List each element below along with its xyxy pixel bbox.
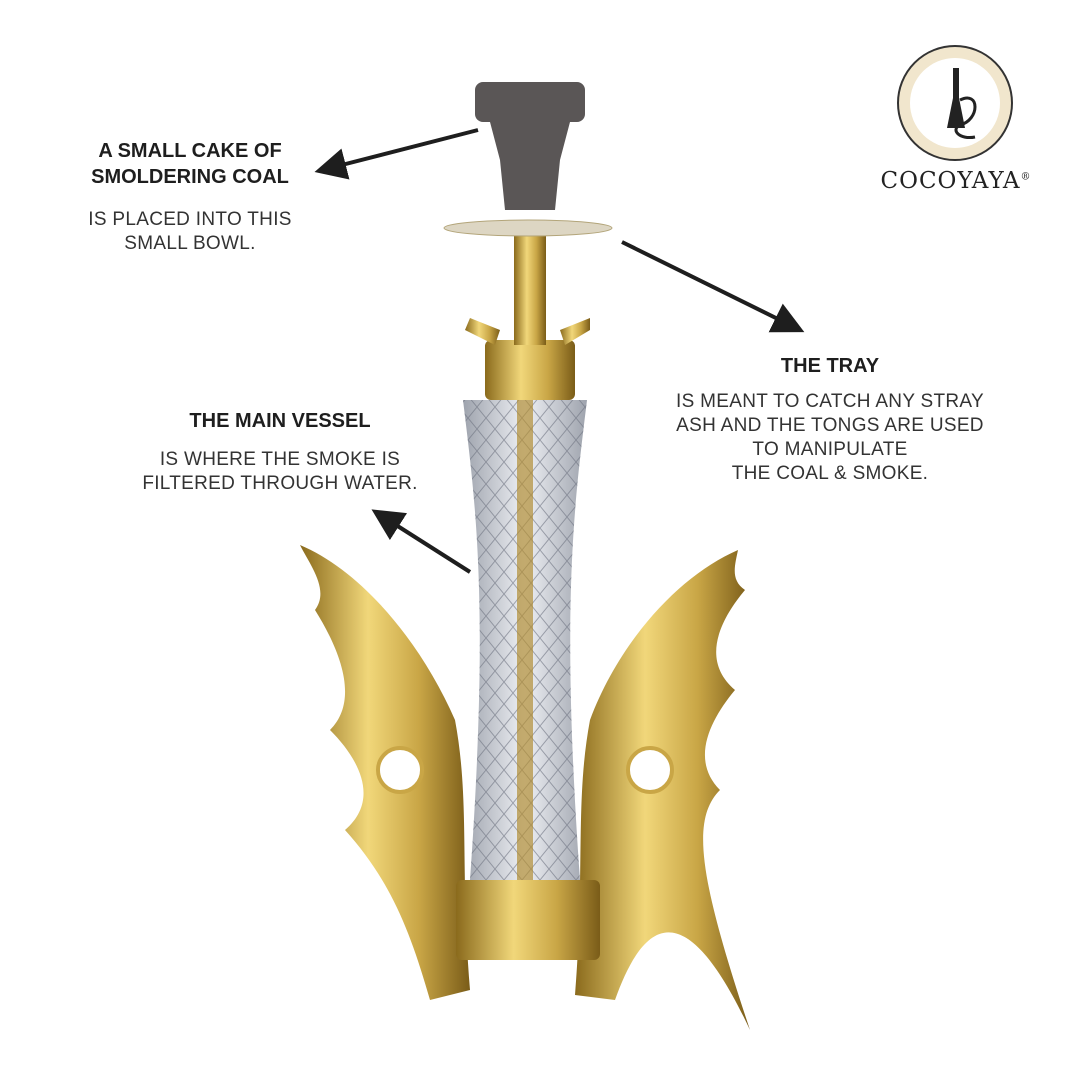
vessel-callout-title: THE MAIN VESSEL: [189, 410, 371, 432]
arrow-vessel: [371, 509, 472, 574]
left-wing: [300, 545, 470, 1000]
right-wing: [575, 550, 750, 1030]
vessel-body-line-1: IS WHERE THE SMOKE IS: [159, 449, 401, 470]
hookah-logo: [897, 45, 1013, 161]
arrow-bowl: [314, 128, 479, 180]
vessel-body-line-2: FILTERED THROUGH WATER.: [142, 473, 418, 494]
tray-body-line-1: IS MEANT TO CATCH ANY STRAY: [676, 391, 984, 412]
bowl: [475, 82, 585, 210]
tray-body-line-3: TO MANIPULATE: [752, 439, 908, 460]
bowl-title-line-1: A SMALL CAKE OF: [98, 140, 282, 162]
tray-body-line-2: ASH AND THE TONGS ARE USED: [676, 415, 984, 436]
base-ring: [456, 880, 600, 960]
tray: [443, 219, 613, 237]
vessel-callout-body: IS WHERE THE SMOKE IS FILTERED THROUGH W…: [110, 448, 450, 496]
registered-mark: ®: [1020, 171, 1032, 183]
arrow-tray: [621, 240, 805, 333]
bowl-callout-body: IS PLACED INTO THIS SMALL BOWL.: [70, 208, 310, 256]
tray-callout-title: THE TRAY: [780, 355, 880, 377]
bowl-title-line-2: SMOLDERING COAL: [91, 166, 289, 188]
bowl-body-line-1: IS PLACED INTO THIS: [88, 209, 292, 230]
bowl-callout-title: A SMALL CAKE OF SMOLDERING COAL: [70, 138, 310, 190]
brand-name: COCOYAYA: [880, 168, 1021, 194]
bowl-body-line-2: SMALL BOWL.: [124, 233, 256, 254]
brand-wordmark: COCOYAYA®: [866, 168, 1046, 194]
tray-callout-body: IS MEANT TO CATCH ANY STRAY ASH AND THE …: [630, 390, 1030, 486]
tray-body-line-4: THE COAL & SMOKE.: [731, 463, 929, 484]
